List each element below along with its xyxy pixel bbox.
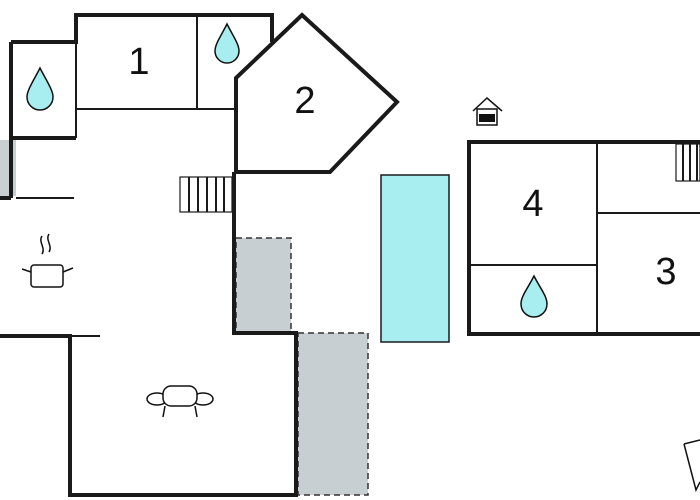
- stairs-icon: [179, 176, 233, 213]
- room-1-label: 1: [128, 41, 149, 83]
- terrace-lower: [297, 332, 369, 496]
- room-2-label: 2: [294, 80, 315, 122]
- stairs-icon: [675, 143, 700, 182]
- annex-walls: [467, 140, 700, 336]
- main-house-walls: [0, 13, 330, 497]
- terrace-upper: [235, 237, 292, 334]
- water-drop-icon: [26, 66, 54, 111]
- house-marker-icon: [472, 96, 503, 126]
- water-drop-icon: [214, 22, 240, 64]
- cooking-pot-icon: [21, 233, 74, 288]
- room-2-walls: [234, 12, 400, 174]
- left-edge-element: [0, 140, 16, 196]
- pool: [380, 174, 450, 343]
- compass-arrow-icon: [683, 439, 700, 493]
- water-drop-icon: [520, 274, 548, 318]
- sofa-icon: [146, 385, 214, 418]
- room-3-label: 3: [655, 251, 676, 293]
- room-4-label: 4: [522, 183, 543, 225]
